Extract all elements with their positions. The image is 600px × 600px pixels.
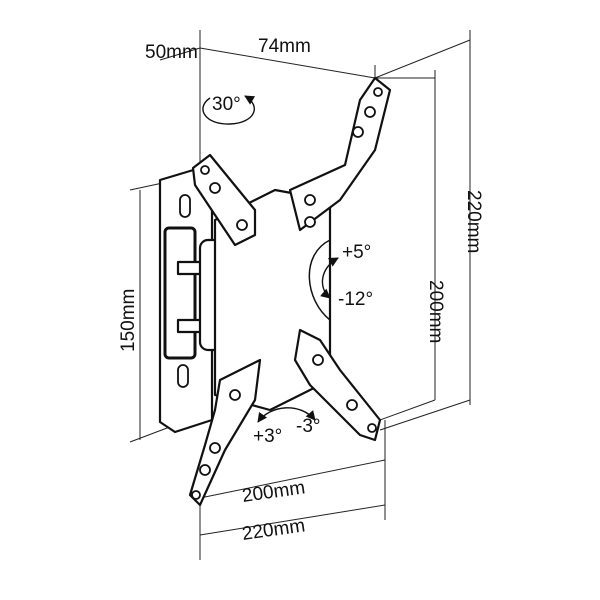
- ext-line-right-bottom: [379, 399, 471, 431]
- arm-upper-right-bolt-1: [304, 194, 316, 206]
- rotation-indicators: [202, 95, 339, 423]
- arm-lower-left-hole-3: [209, 442, 221, 454]
- dim-line-50mm: [159, 47, 201, 61]
- arm-upper-left-hole-1: [200, 165, 210, 175]
- arm-lower-left-hole-1: [191, 490, 201, 500]
- label-level-minus: -3°: [296, 416, 321, 437]
- label-width-top: 74mm: [258, 36, 311, 57]
- arm-lower-right-hole-2: [346, 399, 358, 411]
- label-swivel: 30°: [212, 94, 241, 115]
- arm-upper-right-hole-1: [373, 87, 383, 97]
- arm-upper-right-hole-2: [364, 106, 376, 118]
- ext-line-right-bottom-2: [379, 399, 436, 421]
- swivel-arrow: [202, 95, 256, 125]
- arm-upper-right: [288, 76, 392, 232]
- tilt-slot: [308, 239, 331, 321]
- label-vesa-vertical-inner: 200mm: [425, 280, 446, 343]
- arm-lower-right-hole-1: [367, 423, 377, 433]
- labels: 50mm 74mm 30° +5° -12° +3° -3° 150mm 200…: [118, 36, 484, 545]
- label-depth-top: 50mm: [145, 42, 198, 63]
- vesa-arms: [188, 76, 392, 507]
- arm-upper-right-bolt-2: [304, 216, 316, 228]
- label-level-plus: +3°: [253, 426, 282, 447]
- level-arrow: [257, 407, 316, 423]
- wall-plate-slot-top: [179, 194, 191, 218]
- label-vesa-horizontal-inner: 200mm: [241, 477, 307, 507]
- label-vesa-vertical-outer: 220mm: [463, 190, 484, 253]
- wall-plate-recess: [163, 226, 197, 360]
- dimension-lines: [129, 30, 471, 560]
- ext-line-right-top-2: [374, 39, 471, 79]
- arm-lower-right-bolt: [312, 354, 324, 366]
- label-tilt-down: -12°: [338, 289, 373, 310]
- arm-lower-left-hole-2: [199, 464, 211, 476]
- arm-lower-left-bolt: [229, 389, 241, 401]
- dim-line-74mm: [199, 47, 376, 79]
- arm-upper-right-hole-3: [352, 126, 364, 138]
- dim-line-220mm-horizontal: [199, 504, 386, 536]
- wall-plate-slot-bottom: [177, 364, 189, 388]
- tilt-arrow: [320, 257, 339, 299]
- label-wall-plate-height: 150mm: [118, 289, 139, 352]
- label-vesa-horizontal-outer: 220mm: [241, 515, 307, 545]
- label-tilt-up: +5°: [342, 242, 371, 263]
- arm-upper-left-bolt: [236, 219, 248, 231]
- dim-line-200mm-horizontal: [199, 459, 386, 499]
- arm-upper-left-hole-2: [209, 182, 221, 194]
